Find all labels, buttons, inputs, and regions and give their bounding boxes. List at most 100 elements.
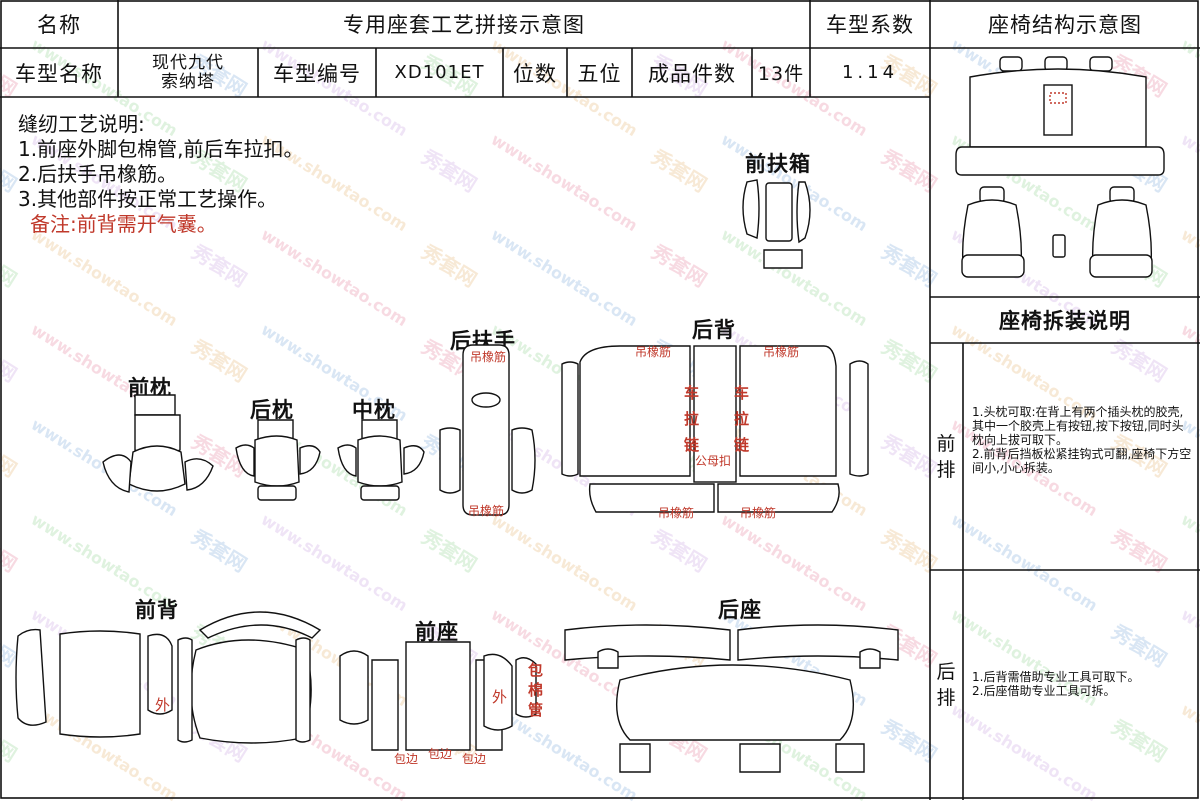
elastic-label: 吊橡筋: [658, 506, 695, 520]
mid-pillow-piece: [403, 445, 425, 475]
front-row-text: 1.头枕可取:在背上有两个插头枕的胶壳,其中一个胶壳上有按钮,按下按钮,同时头枕…: [972, 405, 1192, 475]
front-box-piece: [765, 182, 793, 242]
front-pillow-piece: [184, 458, 214, 491]
model-no-value: XD101ET: [394, 62, 485, 83]
zipper-char: 拉: [734, 410, 750, 428]
front-seat-piece: [339, 650, 369, 725]
disassembly-title: 座椅拆装说明: [999, 309, 1131, 333]
front-back-piece: [177, 637, 193, 743]
edge-label: 包边: [428, 747, 453, 761]
front-back-piece: [295, 637, 311, 743]
pattern-drawing: [15, 179, 899, 773]
rear-pillow-piece: [299, 445, 321, 475]
label-rear-pillow: 后枕: [250, 398, 294, 422]
label-rear-back: 后背: [692, 318, 736, 342]
rear-row-text: 1.后背需借助专业工具可取下。 2.后座借助专业工具可拆。: [972, 670, 1140, 698]
zipper-char: 车: [684, 384, 700, 402]
zipper-char: 拉: [684, 410, 700, 428]
vertical-char: 排: [936, 687, 957, 709]
label-front-seat: 前座: [415, 620, 459, 644]
rear-seat-piece: [835, 743, 865, 773]
elastic-label: 吊橡筋: [470, 350, 507, 364]
edge-label: 包边: [462, 752, 487, 766]
mid-pillow-piece: [357, 435, 403, 487]
male-female-buckle-label: 公母扣: [695, 454, 732, 468]
instructions-title: 缝纫工艺说明:: [18, 112, 145, 136]
rear-seat-piece: [564, 624, 731, 661]
rear-back-piece: [588, 483, 715, 513]
structure-title: 座椅结构示意图: [988, 13, 1142, 37]
pieces-value: 13件: [757, 63, 805, 85]
zipper-char: 链: [684, 436, 700, 454]
elastic-label: 吊橡筋: [740, 506, 777, 520]
front-pillow-piece: [128, 445, 186, 492]
cotton-tube-char: 棉: [528, 681, 544, 699]
rear-row-label: 后排: [930, 570, 963, 800]
rear-back-piece: [849, 360, 869, 477]
rear-armrest-piece: [439, 427, 461, 494]
cotton-tube-char: 包: [528, 661, 544, 679]
front-back-piece: [190, 639, 312, 744]
front-back-piece: [147, 633, 173, 715]
model-no-label: 车型编号: [273, 61, 361, 86]
instructions-line-1: 1.前座外脚包棉管,前后车拉扣。: [18, 137, 304, 161]
cotton-tube-label: 包 棉 管: [528, 660, 543, 720]
label-front-box: 前扶箱: [745, 152, 811, 176]
front-box-piece: [796, 181, 811, 244]
front-pillow-piece: [102, 454, 132, 493]
elastic-label: 吊橡筋: [635, 345, 672, 359]
rear-back-piece: [561, 361, 579, 477]
front-seat-piece: [515, 657, 537, 718]
rear-armrest-piece: [511, 427, 536, 494]
rear-seat-piece: [737, 624, 899, 661]
front-row-label: 前排: [930, 343, 963, 570]
front-seat-piece: [405, 641, 471, 751]
rear-pillow-piece: [235, 444, 255, 477]
label-mid-pillow: 中枕: [352, 398, 396, 422]
mid-pillow-piece: [360, 485, 400, 501]
zipper-label-right: 车 拉 链: [734, 380, 749, 458]
rear-seat-piece: [597, 648, 619, 669]
zipper-char: 链: [734, 436, 750, 454]
seats-label: 位数: [513, 61, 557, 86]
zipper-char: 车: [734, 384, 750, 402]
coef-label: 车型系数: [826, 13, 914, 37]
vertical-char: 后: [936, 661, 957, 683]
front-box-piece: [763, 249, 803, 269]
elastic-label: 吊橡筋: [763, 345, 800, 359]
seats-value: 五位: [577, 61, 622, 86]
model-name-line2: 索纳塔: [161, 71, 215, 92]
pieces-label: 成品件数: [648, 61, 736, 86]
vertical-char: 排: [936, 458, 957, 481]
rear-pillow-piece: [257, 485, 297, 501]
front-seat-piece: [483, 653, 513, 731]
rear-back-piece: [579, 345, 691, 477]
model-name-value: 现代九代 索纳塔: [118, 48, 258, 97]
instructions-line-2: 2.后扶手吊橡筋。: [18, 162, 178, 186]
coef-value: 1.14: [841, 62, 899, 83]
rear-back-piece: [739, 345, 837, 477]
front-seat-piece: [371, 659, 399, 751]
edge-label: 包边: [394, 752, 419, 766]
rear-armrest-piece: [462, 344, 510, 516]
front-box-piece: [742, 179, 760, 239]
zipper-label-left: 车 拉 链: [684, 380, 699, 458]
model-name-label: 车型名称: [15, 61, 103, 86]
front-back-piece: [198, 611, 322, 639]
rear-armrest-opening: [471, 392, 501, 408]
outer-label: 外: [155, 696, 171, 714]
seat-structure-diagram: [955, 56, 1165, 278]
rear-back-piece: [693, 345, 737, 483]
vertical-char: 前: [936, 432, 957, 455]
name-label: 名称: [37, 13, 81, 37]
model-name-line1: 现代九代: [152, 52, 224, 73]
rear-back-piece: [717, 483, 840, 513]
elastic-label: 吊橡筋: [468, 504, 505, 518]
label-rear-seat: 后座: [718, 598, 762, 622]
sewing-instructions: 缝纫工艺说明: 1.前座外脚包棉管,前后车拉扣。 2.后扶手吊橡筋。 3.其他部…: [18, 112, 303, 237]
rear-seat-piece: [619, 743, 651, 773]
rear-seat-piece: [859, 648, 881, 669]
label-front-back: 前背: [135, 598, 179, 622]
outer-label: 外: [492, 688, 508, 706]
